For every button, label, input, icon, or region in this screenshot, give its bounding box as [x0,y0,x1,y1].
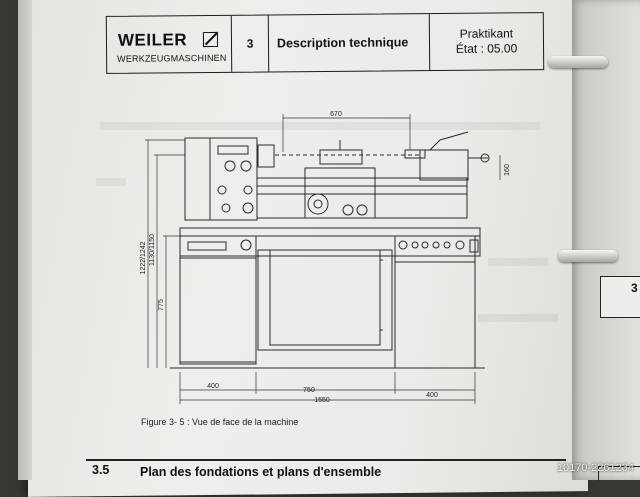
section-number: 3.5 [92,463,110,477]
machine-front-view-drawing: 670 160 1222/1242 1130/1150 775 400 750 … [140,111,511,404]
control-knob [217,185,227,195]
show-through-line [478,314,558,322]
facing-page-box-bottom [598,466,640,481]
facing-page-box: 3 [600,276,640,318]
watermark-id: 10170-2261234 [556,462,634,474]
chip-tray [179,227,481,237]
handwheel [307,193,329,215]
center-door [269,249,381,346]
dim-label-right-height: 160 [504,164,511,176]
tailstock [419,149,469,181]
facing-page [572,0,640,480]
show-through-line [100,122,540,130]
control-knob [242,202,254,214]
show-through-line [96,178,126,186]
center-cabinet [257,249,393,351]
facing-page-number: 3 [631,281,638,295]
section-title: Plan des fondations et plans d'ensemble [140,465,382,479]
show-through-line [488,258,548,266]
spindle-nose [257,144,275,168]
dim-label-overall-height: 1222/1242 [140,241,147,274]
compound-slide [319,149,363,165]
control-knob [224,160,236,172]
left-cabinet [179,235,257,365]
dim-label-base-height: 775 [158,299,165,311]
control-knob [221,203,231,213]
binder-ring-top [548,56,608,68]
section-divider [86,459,566,461]
control-knob [240,160,252,172]
apron [304,167,376,219]
page-edge [18,0,32,480]
dim-label-center-height: 1130/1150 [149,234,156,266]
dim-label-mid-width: 750 [303,387,315,394]
figure-caption: Figure 3- 5 : Vue de face de la machine [141,417,299,427]
dim-label-right-width: 400 [426,392,438,399]
headstock [184,137,258,221]
dim-label-travel: 670 [330,111,342,118]
binder-ring-bottom [558,250,618,262]
control-knob [243,185,253,195]
dim-label-total-width: 1550 [314,397,330,404]
dim-label-left-width: 400 [207,383,219,390]
